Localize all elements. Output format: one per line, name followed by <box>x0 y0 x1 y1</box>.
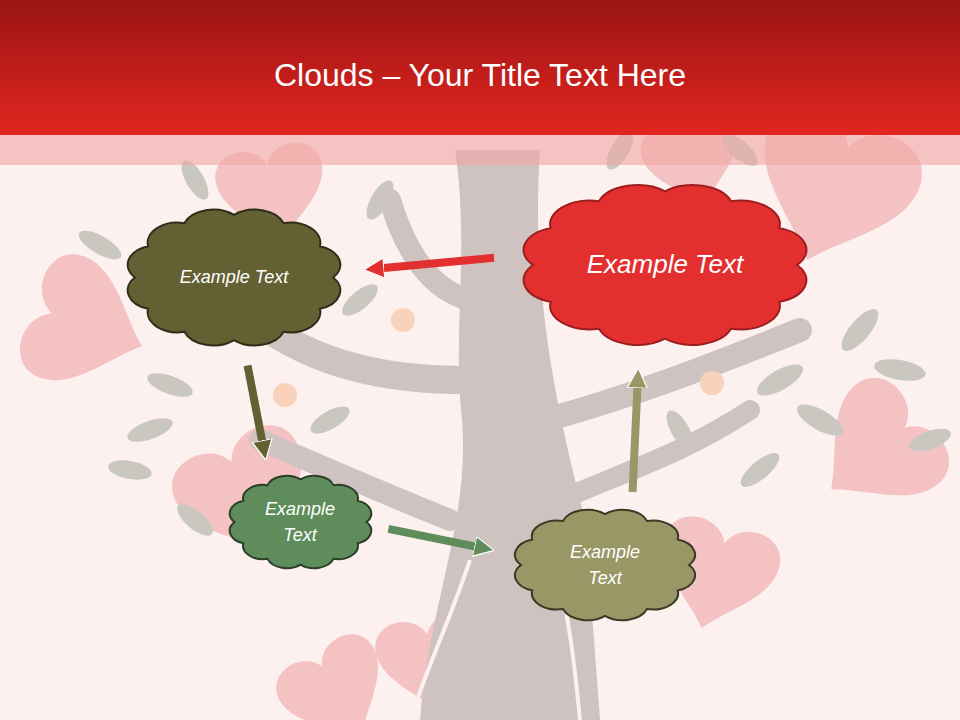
branch <box>560 410 750 500</box>
leaf <box>107 457 153 482</box>
branch <box>545 330 800 420</box>
flow-arrow <box>248 365 263 440</box>
flow-arrow <box>633 388 638 492</box>
cloud-content: Example Text <box>218 466 383 578</box>
cloud-text: Example Text <box>587 246 744 284</box>
leaf <box>306 401 353 439</box>
leaf <box>873 356 928 385</box>
leaf <box>124 413 175 446</box>
cloud-content: Example Text <box>500 498 710 632</box>
cloud-node: Example Text <box>500 168 830 362</box>
fruit-dot <box>391 308 415 332</box>
leaf <box>792 398 847 441</box>
cloud-node: Example Text <box>500 498 710 632</box>
cloud-node: Example Text <box>218 466 383 578</box>
fruit-dot <box>700 371 724 395</box>
cloud-text: Example Text <box>252 496 348 548</box>
fruit-dot <box>273 383 297 407</box>
cloud-shape <box>524 185 807 345</box>
flow-arrow <box>384 258 494 268</box>
leaf <box>144 368 195 401</box>
cloud-outline <box>218 466 383 578</box>
header-band <box>0 135 960 165</box>
heart-shape <box>267 625 408 720</box>
leaf <box>752 358 807 401</box>
slide-title: Clouds – Your Title Text Here <box>0 0 960 150</box>
cloud-text: Example Text <box>180 264 288 290</box>
cloud-content: Example Text <box>110 195 358 360</box>
flow-arrow <box>388 529 474 547</box>
heart-shapes <box>11 96 960 720</box>
cloud-content: Example Text <box>500 168 830 362</box>
cloud-shape <box>229 476 370 568</box>
cloud-text: Example Text <box>557 539 653 591</box>
leaf <box>75 225 126 265</box>
leaf <box>337 279 382 321</box>
leaf <box>906 424 954 456</box>
leaf <box>836 304 885 357</box>
leaf <box>736 448 784 493</box>
branch <box>270 330 465 380</box>
root-line <box>410 560 470 720</box>
cloud-node: Example Text <box>110 195 358 360</box>
cloud-shape <box>128 209 341 345</box>
cloud-outline <box>500 498 710 632</box>
heart-shape <box>790 365 960 538</box>
branch <box>390 200 470 300</box>
leaf <box>172 499 217 541</box>
cloud-shape <box>515 510 695 620</box>
